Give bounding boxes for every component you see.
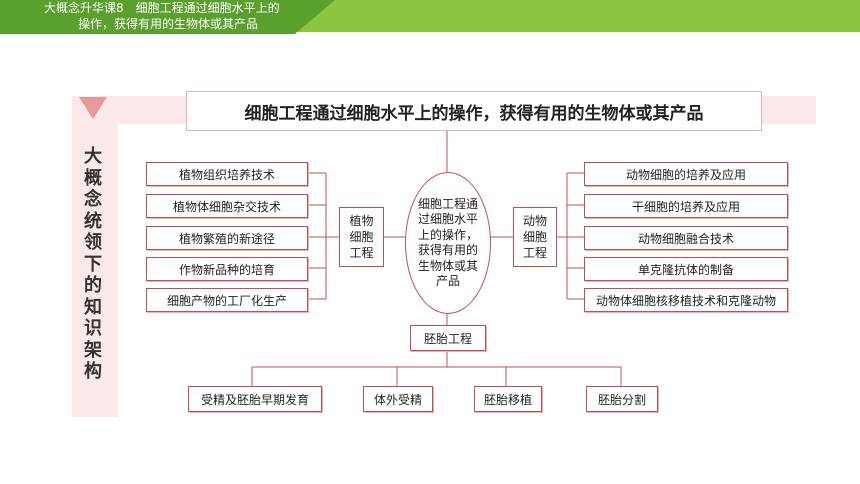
embryo-item-2: 体外受精 xyxy=(363,386,433,412)
center-ellipse: 细胞工程通过细胞水平上的操作，获得有用的生物体或其产品 xyxy=(405,172,491,314)
animal-item-4: 单克隆抗体的制备 xyxy=(584,257,788,281)
embryo-item-1: 受精及胚胎早期发育 xyxy=(188,386,322,412)
animal-item-3: 动物细胞融合技术 xyxy=(584,226,788,250)
plant-item-3: 植物繁殖的新途径 xyxy=(146,226,308,250)
animal-item-5: 动物体细胞核移植技术和克隆动物 xyxy=(584,288,788,312)
embryo-item-4: 胚胎分割 xyxy=(586,386,658,412)
plant-item-5: 细胞产物的工厂化生产 xyxy=(146,288,308,312)
side-title: 大概念统领下的知识架构 xyxy=(84,146,102,382)
plant-cell-engineering-box: 植物细胞工程 xyxy=(339,207,384,267)
down-triangle-icon xyxy=(79,97,107,119)
plant-item-2: 植物体细胞杂交技术 xyxy=(146,194,308,218)
center-text: 细胞工程通过细胞水平上的操作，获得有用的生物体或其产品 xyxy=(417,196,478,289)
plant-item-4: 作物新品种的培育 xyxy=(146,257,308,281)
header-title-line2: 操作，获得有用的生物体或其产品 xyxy=(78,17,259,31)
animal-cell-engineering-box: 动物细胞工程 xyxy=(513,207,557,267)
header-tab xyxy=(0,0,335,34)
plant-item-1: 植物组织培养技术 xyxy=(146,162,308,186)
header-title-line1: 大概念升华课8 细胞工程通过细胞水平上的 xyxy=(44,1,280,15)
plant-label: 植物细胞工程 xyxy=(349,214,374,260)
animal-item-1: 动物细胞的培养及应用 xyxy=(584,162,788,186)
animal-item-2: 干细胞的培养及应用 xyxy=(584,194,788,218)
main-title: 细胞工程通过细胞水平上的操作，获得有用的生物体或其产品 xyxy=(186,91,762,131)
embryo-item-3: 胚胎移植 xyxy=(474,386,542,412)
animal-label: 动物细胞工程 xyxy=(522,214,547,260)
embryo-engineering-box: 胚胎工程 xyxy=(410,325,486,351)
